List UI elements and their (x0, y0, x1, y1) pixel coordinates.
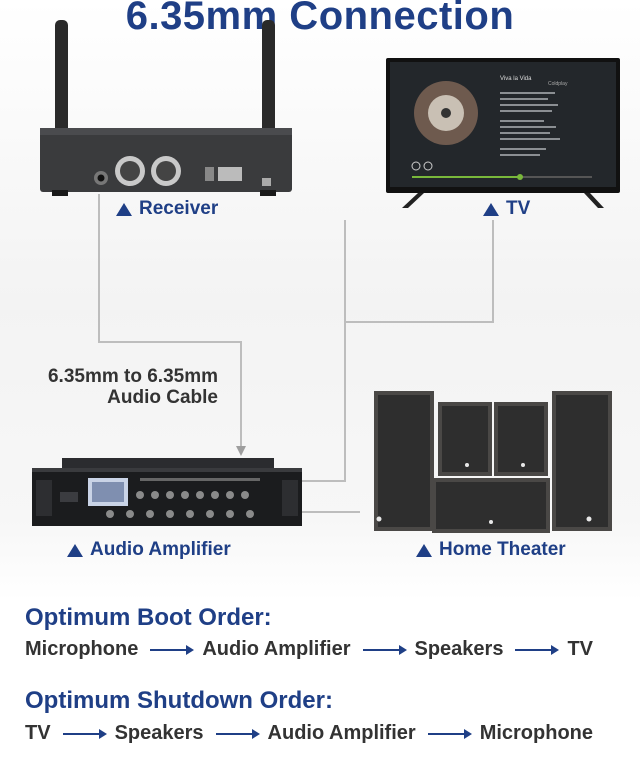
boot-order-steps: Microphone Audio Amplifier Speakers TV (25, 638, 593, 661)
receiver-device (40, 20, 292, 196)
tv-song-title: Viva la Vida (500, 76, 532, 82)
boot-step: Microphone (25, 638, 138, 661)
arrow-right-icon (150, 649, 192, 651)
receiver-label: Receiver (116, 198, 218, 220)
shutdown-order-title: Optimum Shutdown Order: (25, 687, 333, 715)
boot-step: Speakers (415, 638, 504, 661)
tv-label-text: TV (506, 198, 530, 220)
home-theater-label-text: Home Theater (439, 539, 566, 561)
shutdown-step: Microphone (480, 722, 593, 745)
boot-step: TV (567, 638, 593, 661)
arrow-right-icon (428, 733, 470, 735)
triangle-up-icon (483, 203, 499, 216)
boot-step: Audio Amplifier (202, 638, 350, 661)
tv-label: TV (483, 198, 530, 220)
arrow-right-icon (63, 733, 105, 735)
cable-label-line1: 6.35mm to 6.35mm (30, 366, 218, 387)
shutdown-step: Audio Amplifier (268, 722, 416, 745)
tv-device: Viva la Vida Coldplay (386, 58, 620, 208)
cable-label-line2: Audio Cable (30, 387, 218, 408)
boot-order-title: Optimum Boot Order: (25, 604, 272, 632)
triangle-up-icon (116, 203, 132, 216)
home-theater-label: Home Theater (416, 539, 566, 561)
shutdown-step: TV (25, 722, 51, 745)
amplifier-device (32, 458, 302, 526)
cable-label: 6.35mm to 6.35mm Audio Cable (30, 366, 218, 408)
amplifier-label-text: Audio Amplifier (90, 539, 231, 561)
home-theater-device (374, 391, 612, 533)
triangle-up-icon (416, 544, 432, 557)
arrow-right-icon (216, 733, 258, 735)
receiver-label-text: Receiver (139, 198, 218, 220)
shutdown-step: Speakers (115, 722, 204, 745)
triangle-up-icon (67, 544, 83, 557)
tv-song-meta: Coldplay (548, 81, 568, 87)
amplifier-label: Audio Amplifier (67, 539, 231, 561)
arrow-right-icon (363, 649, 405, 651)
shutdown-order-steps: TV Speakers Audio Amplifier Microphone (25, 722, 593, 745)
arrow-right-icon (515, 649, 557, 651)
